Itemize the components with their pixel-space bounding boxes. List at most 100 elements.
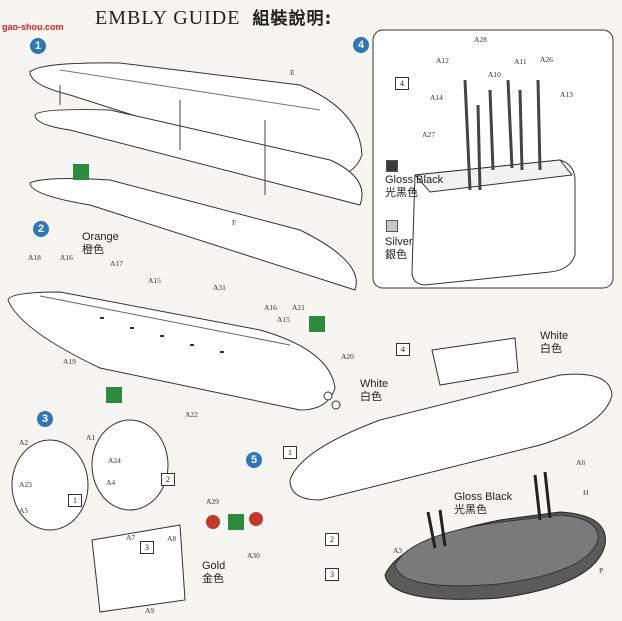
label-A27: A27 — [422, 130, 435, 139]
label-P: P — [599, 566, 604, 575]
label-A13: A13 — [560, 90, 573, 99]
label-A31: A31 — [213, 283, 226, 292]
label-A30: A30 — [247, 551, 260, 560]
title-english: EMBLY GUIDE — [95, 7, 241, 29]
callout-white-hull-en: White — [360, 378, 389, 390]
label-A15: A15 — [148, 276, 161, 285]
label-A12: A12 — [436, 56, 449, 65]
step-3-marker: 3 — [37, 411, 53, 427]
step3-detail-left — [11, 439, 89, 531]
label-A29: A29 — [206, 497, 219, 506]
main-hull — [7, 291, 336, 411]
label-A9: A9 — [145, 606, 155, 615]
label-A26: A26 — [540, 55, 553, 64]
label-A3: A3 — [393, 546, 403, 555]
label-A28: A28 — [474, 35, 487, 44]
stand-post-left — [426, 509, 447, 549]
upper-hull-deck — [59, 69, 321, 111]
hull-hatch-1 — [323, 391, 333, 401]
label-A19: A19 — [63, 357, 76, 366]
step5-box-1: 1 — [283, 446, 297, 459]
label-F: F — [232, 218, 237, 227]
callout-silver-cn: 銀色 — [385, 249, 407, 261]
label-E: E — [290, 68, 295, 77]
callout-orange-cn: 橙色 — [82, 244, 104, 256]
step-1-marker: 1 — [30, 38, 46, 54]
step-4-marker: 4 — [353, 37, 369, 53]
callout-gloss-black-stand-en: Gloss Black — [454, 491, 513, 503]
lower-hull-part — [29, 178, 357, 291]
label-A20: A20 — [341, 352, 354, 361]
propeller-icon-2 — [249, 512, 263, 526]
label-A15-second: A15 — [277, 315, 290, 324]
gloss-black-swatch — [386, 160, 398, 172]
callout-silver-en: Silver — [385, 236, 413, 248]
silver-swatch — [386, 220, 398, 232]
sail-tower — [411, 159, 576, 286]
label-A22: A22 — [185, 410, 198, 419]
callout-white-hull-cn: 白色 — [360, 391, 382, 403]
label-A1: A1 — [86, 433, 96, 442]
label-A23: A23 — [19, 480, 32, 489]
callout-gold-cn: 金色 — [202, 573, 224, 585]
step3-detail-bottom — [91, 524, 186, 613]
callout-orange: Orange 橙色 — [82, 231, 119, 257]
cement-icon-4 — [228, 514, 244, 530]
callout-gloss-black-en: Gloss Black — [385, 174, 444, 186]
part-box-4-mid: 4 — [396, 343, 410, 356]
callout-white-hull: White 白色 — [360, 378, 388, 404]
label-A18: A18 — [28, 253, 41, 262]
step-5-marker: 5 — [246, 452, 262, 468]
callout-gloss-black-cn: 光黑色 — [385, 187, 418, 199]
hull-detail-dots — [100, 317, 224, 353]
cement-icon-3 — [106, 387, 122, 403]
part-box-3: 3 — [140, 541, 154, 554]
upper-hull-inner — [34, 109, 363, 206]
propeller-icon-1 — [206, 515, 220, 529]
step-2-marker: 2 — [33, 221, 49, 237]
cement-icon-2 — [309, 316, 325, 332]
page-title: EMBLY GUIDE 組裝說明: — [95, 4, 332, 30]
watermark-site: gao-shou.com — [2, 22, 64, 32]
part-box-1: 1 — [68, 494, 82, 507]
guide-arrow — [59, 85, 266, 195]
label-A7: A7 — [126, 533, 136, 542]
part-box-2: 2 — [161, 473, 175, 486]
periscopes — [463, 79, 542, 191]
label-A4: A4 — [106, 478, 116, 487]
callout-silver: Silver 銀色 — [385, 236, 413, 262]
label-A21: A21 — [292, 303, 305, 312]
label-A16-second: A16 — [264, 303, 277, 312]
label-A14: A14 — [430, 93, 443, 102]
callout-white-sail-en: White — [540, 330, 569, 342]
label-A24: A24 — [108, 456, 121, 465]
label-A5: A5 — [19, 506, 29, 515]
label-A10: A10 — [488, 70, 501, 79]
step5-box-2: 2 — [325, 533, 339, 546]
label-A11: A11 — [514, 57, 527, 66]
step5-box-3: 3 — [325, 568, 339, 581]
label-H: H — [583, 488, 589, 497]
callout-gloss-black-stand: Gloss Black 光黑色 — [454, 491, 512, 517]
hull-hatch-2 — [331, 400, 341, 410]
callout-gold-en: Gold — [202, 560, 226, 572]
callout-white-sail-cn: 白色 — [540, 343, 562, 355]
label-A8: A8 — [167, 534, 177, 543]
title-chinese: 組裝說明: — [252, 9, 333, 29]
callout-gloss-black-stand-cn: 光黑色 — [454, 504, 487, 516]
label-A16: A16 — [60, 253, 73, 262]
part-box-4-top: 4 — [395, 77, 409, 90]
callout-white-sail: White 白色 — [540, 330, 568, 356]
step3-detail-right — [91, 419, 169, 511]
callout-orange-en: Orange — [82, 231, 119, 243]
stand-top — [394, 514, 599, 587]
callout-gold: Gold 金色 — [202, 560, 225, 586]
cement-icon-1 — [73, 164, 89, 180]
label-A6: A6 — [576, 458, 586, 467]
display-sail — [431, 337, 519, 386]
label-A2: A2 — [19, 438, 29, 447]
main-hull-deck — [39, 295, 291, 346]
label-A17: A17 — [110, 259, 123, 268]
